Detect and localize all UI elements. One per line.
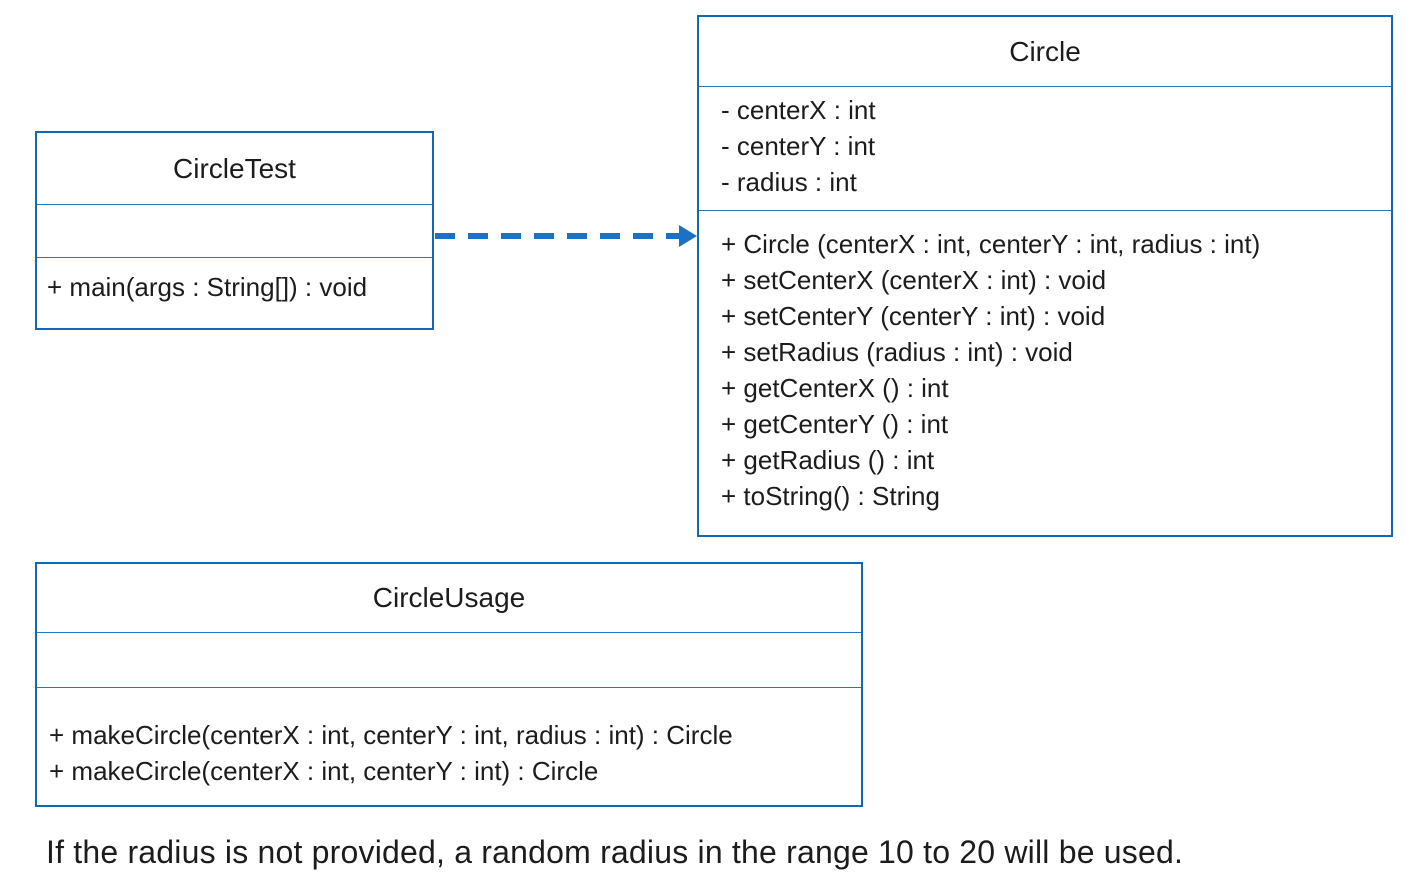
dependency-arrowhead-icon <box>679 225 697 247</box>
attribute-row: - radius : int <box>721 167 857 197</box>
class-name-circletest: CircleTest <box>173 152 296 184</box>
method-row: + setCenterY (centerY : int) : void <box>721 301 1106 331</box>
attributes-section-circletest <box>37 204 432 257</box>
method-row: + makeCircle(centerX : int, centerY : in… <box>49 756 599 786</box>
class-name-circle: Circle <box>1009 35 1081 67</box>
method-row: + getCenterY () : int <box>721 409 949 439</box>
methods-section-circle: + Circle (centerX : int, centerY : int, … <box>699 210 1391 535</box>
caption-text: If the radius is not provided, a random … <box>46 834 1184 870</box>
class-name-circleusage: CircleUsage <box>372 582 526 613</box>
attribute-row: - centerX : int <box>721 95 876 125</box>
dependency-arrow-dashed-line <box>435 233 679 239</box>
method-row: + toString() : String <box>721 481 940 511</box>
class-box-circletest: CircleTest + main(args : String[]) : voi… <box>35 131 434 330</box>
method-row: + setRadius (radius : int) : void <box>721 337 1073 367</box>
methods-section-circleusage: + makeCircle(centerX : int, centerY : in… <box>37 687 861 805</box>
class-box-circle: Circle - centerX : int - centerY : int -… <box>697 15 1393 537</box>
method-row: + makeCircle(centerX : int, centerY : in… <box>49 720 733 750</box>
attribute-row: - centerY : int <box>721 131 876 161</box>
method-row: + getCenterX () : int <box>721 373 949 403</box>
class-box-circleusage: CircleUsage + makeCircle(centerX : int, … <box>35 562 863 807</box>
attributes-section-circle: - centerX : int - centerY : int - radius… <box>699 86 1391 210</box>
method-row: + getRadius () : int <box>721 445 935 475</box>
method-row: + main(args : String[]) : void <box>47 272 368 302</box>
attributes-section-circleusage <box>37 632 861 687</box>
method-row: + Circle (centerX : int, centerY : int, … <box>721 229 1261 259</box>
method-row: + setCenterX (centerX : int) : void <box>721 265 1107 295</box>
methods-section-circletest: + main(args : String[]) : void <box>37 257 432 328</box>
